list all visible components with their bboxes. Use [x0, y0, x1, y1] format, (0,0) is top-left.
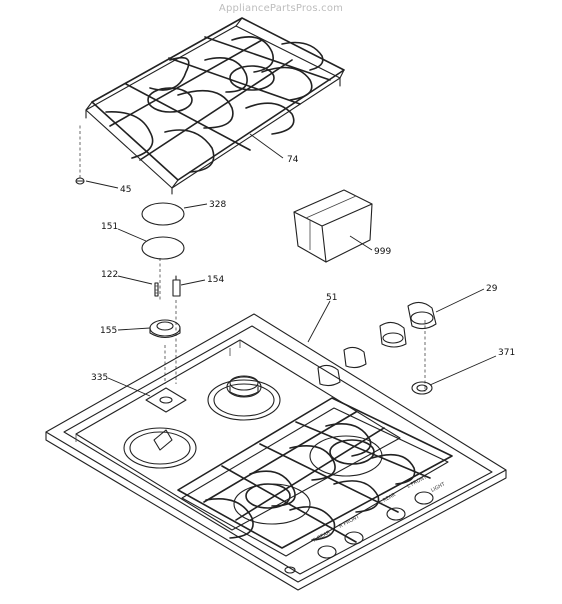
part-154-igniter [172, 275, 181, 297]
grate-top [85, 17, 345, 195]
part-45-screw [75, 177, 85, 185]
svg-text:LIGHT: LIGHT [430, 481, 447, 494]
callout-122: 122 [101, 270, 118, 280]
callout-29: 29 [486, 284, 498, 294]
part-328-burner-cap [141, 202, 185, 226]
callout-999: 999 [374, 247, 391, 257]
callout-74: 74 [287, 155, 299, 165]
grate-installed [177, 397, 453, 557]
part-155-burner-head [149, 319, 181, 339]
part-371-bezel-ring [411, 381, 433, 395]
callout-335: 335 [91, 373, 108, 383]
watermark: AppliancePartsPros.com [218, 3, 344, 14]
leader-lines [85, 133, 497, 397]
callout-45: 45 [120, 185, 131, 195]
callout-51: 51 [326, 293, 337, 303]
callout-155: 155 [100, 326, 117, 336]
part-29-knobs [317, 301, 437, 387]
callout-371: 371 [498, 348, 515, 358]
part-122-screw [154, 282, 159, 297]
callout-328: 328 [209, 200, 226, 210]
part-335-burner-plate [145, 387, 187, 413]
part-151-burner-cap [141, 236, 185, 260]
part-999-kit-box [293, 189, 373, 263]
callout-151: 151 [101, 222, 118, 232]
callout-154: 154 [207, 275, 224, 285]
